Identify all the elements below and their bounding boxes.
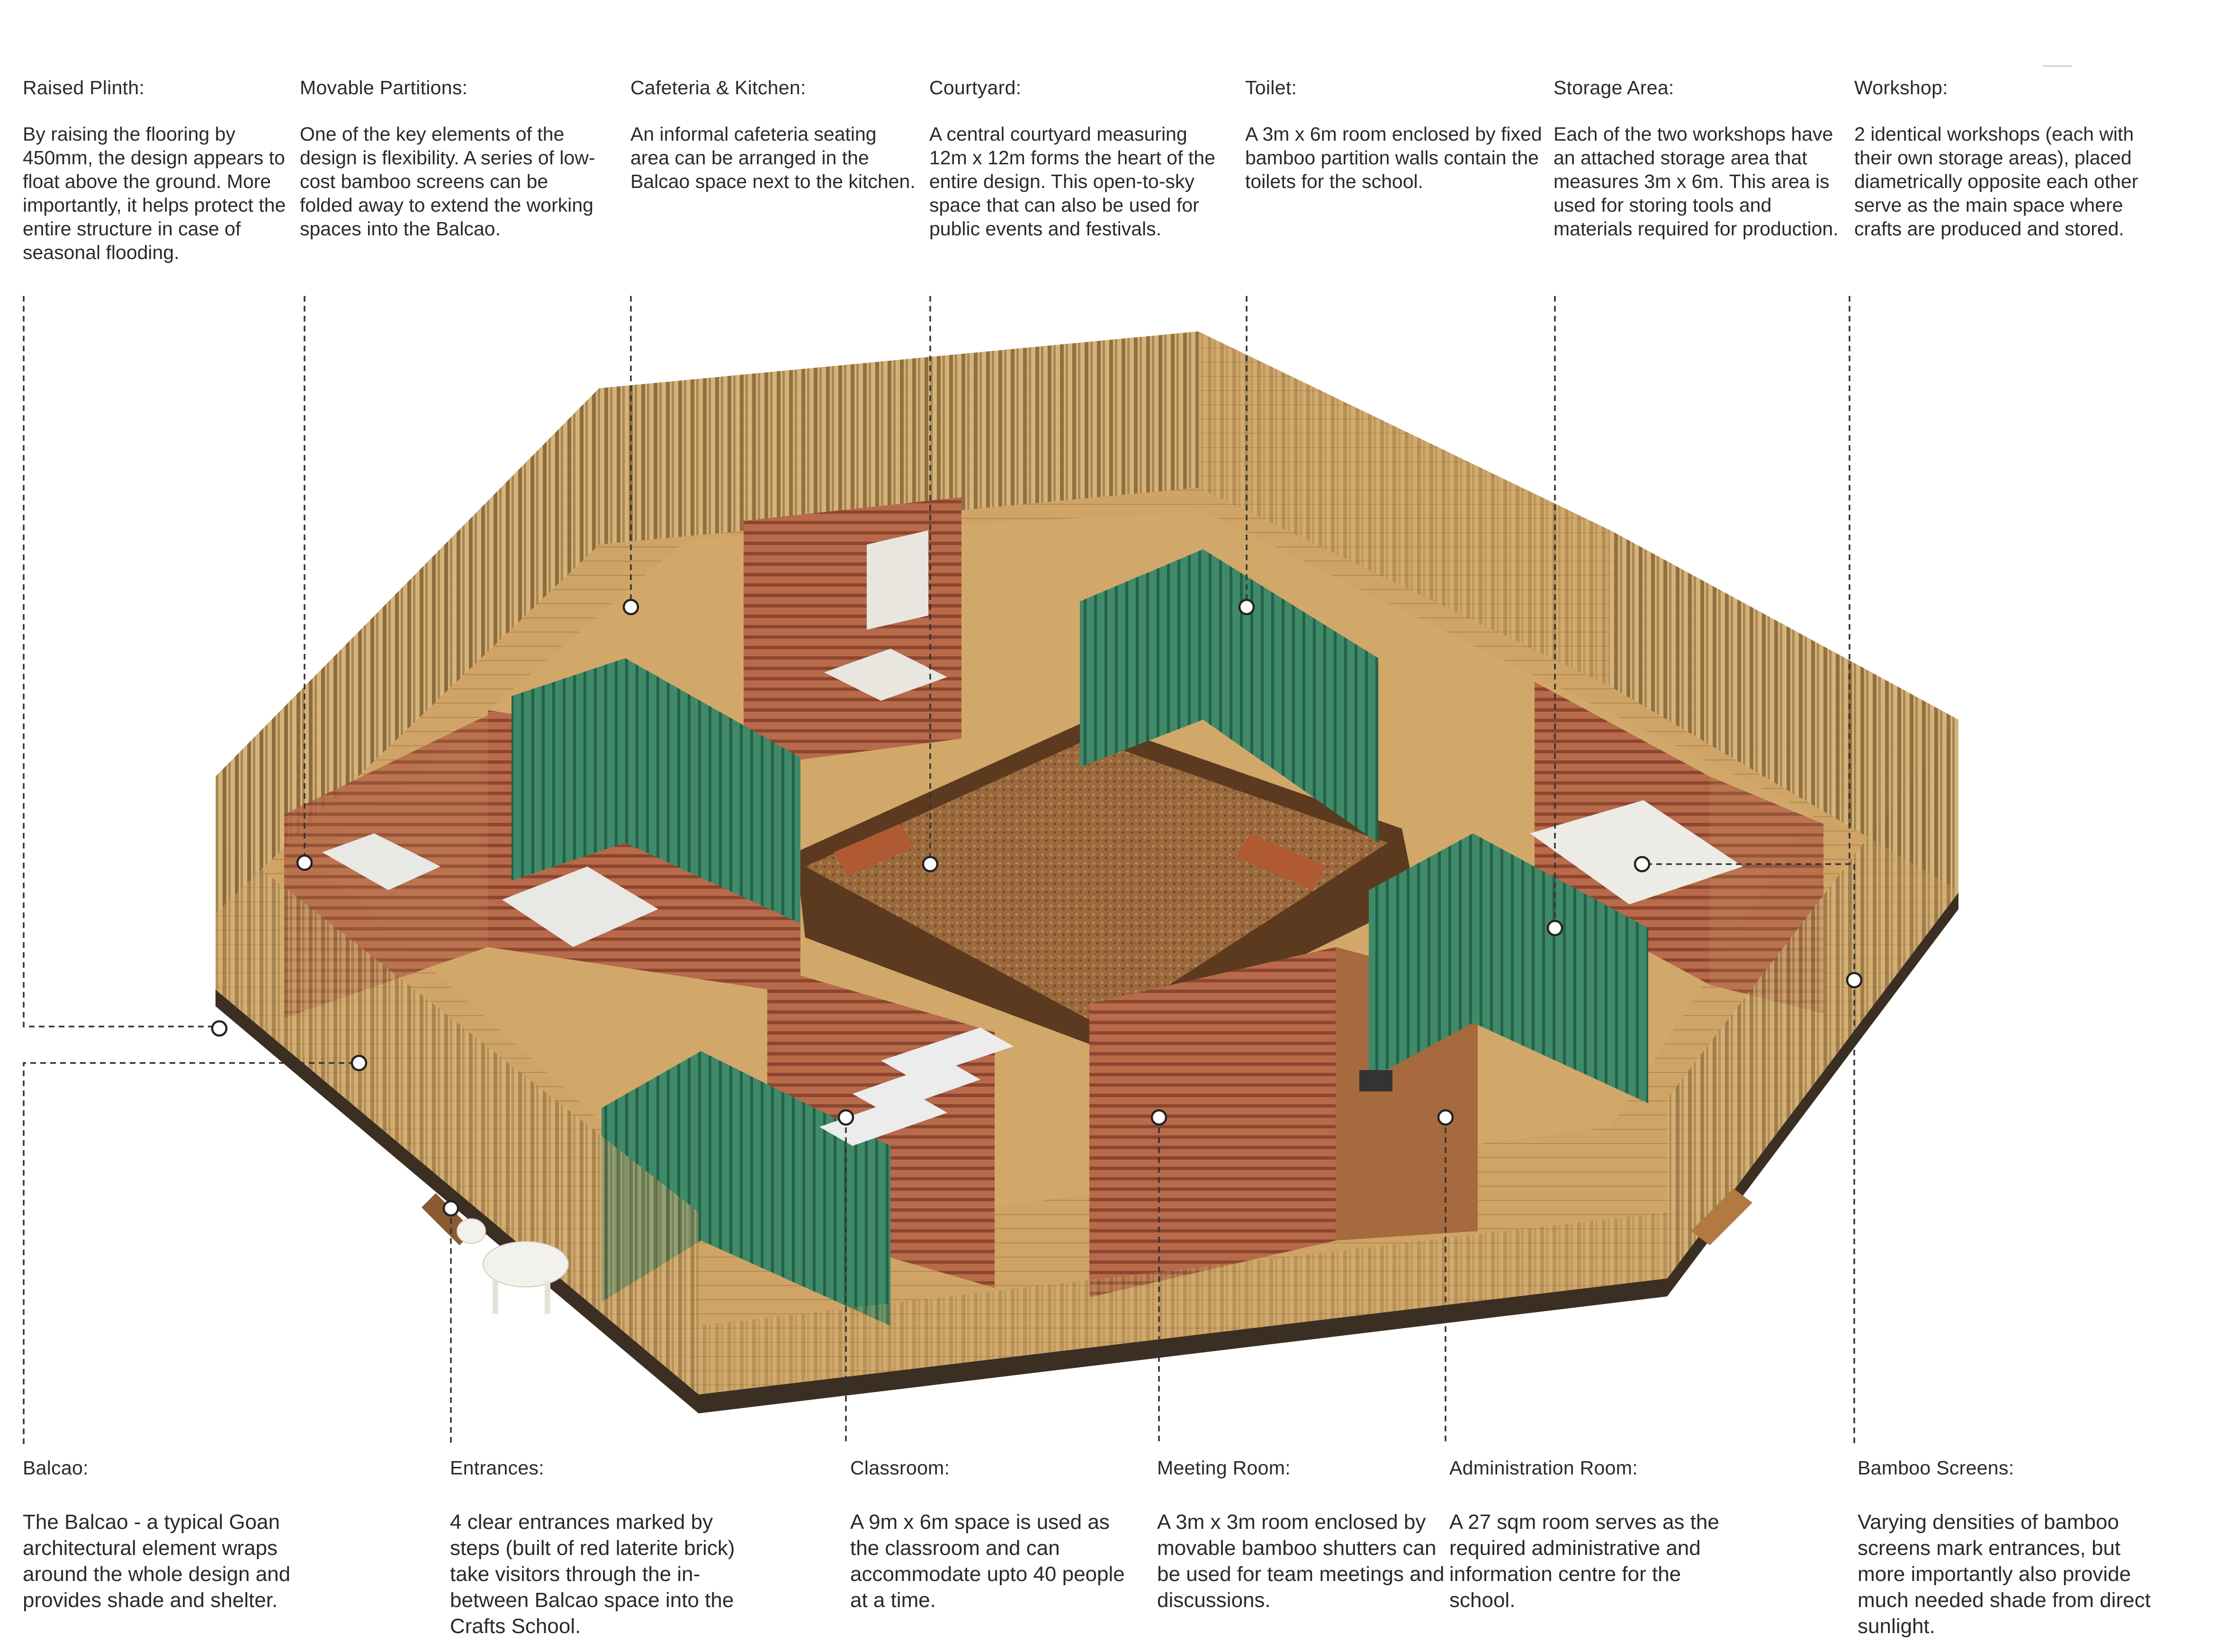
marker-raised-plinth [211,1020,228,1037]
label-body: By raising the flooring by 450mm, the de… [23,123,286,263]
marker-classroom [837,1109,854,1126]
label-storage-area: Storage Area: Each of the two workshops … [1554,76,1842,241]
label-body: One of the key elements of the design is… [300,123,595,240]
label-body: 2 identical workshops (each with their o… [1854,123,2138,240]
leader-lines-top [23,296,1855,1027]
label-title: Raised Plinth: [23,77,145,98]
marker-workshop [1634,856,1651,873]
label-title: Movable Partitions: [300,77,468,98]
label-balcao: Balcao: The Balcao - a typical Goan arch… [23,1456,326,1613]
label-body: Varying densities of bamboo screens mark… [1858,1510,2151,1638]
label-movable-partitions: Movable Partitions: One of the key eleme… [300,76,596,241]
marker-entrances [442,1200,459,1217]
label-cafeteria-kitchen: Cafeteria & Kitchen: An informal cafeter… [630,76,919,193]
label-body: A 3m x 3m room enclosed by movable bambo… [1157,1510,1445,1612]
label-title: Administration Room: [1449,1457,1638,1479]
label-body: Each of the two workshops have an attach… [1554,123,1839,240]
label-title: Entrances: [450,1457,544,1479]
label-title: Storage Area: [1554,77,1674,98]
label-administration-room: Administration Room: A 27 sqm room serve… [1449,1456,1738,1613]
marker-cafeteria-kitchen [622,598,639,616]
entrance-steps [422,824,1752,1245]
label-title: Classroom: [850,1457,950,1479]
partition-walls-green [512,549,1648,1326]
marker-courtyard [922,856,939,873]
label-body: A 3m x 6m room enclosed by fixed bamboo … [1245,123,1542,192]
label-classroom: Classroom: A 9m x 6m space is used as th… [850,1456,1144,1613]
marker-toilet [1238,598,1255,616]
annotation-markers [211,598,1863,1217]
label-title: Meeting Room: [1157,1457,1291,1479]
leader-lines-bottom [23,980,1855,1444]
label-title: Cafeteria & Kitchen: [630,77,806,98]
label-body: A 9m x 6m space is used as the classroom… [850,1510,1125,1612]
label-title: Workshop: [1854,77,1948,98]
marker-meeting-room [1150,1109,1167,1126]
label-title: Toilet: [1245,77,1297,98]
marker-storage-area [1546,920,1563,937]
label-workshop: Workshop: 2 identical workshops (each wi… [1854,76,2157,241]
label-courtyard: Courtyard: A central courtyard measuring… [929,76,1228,241]
cow-figure [457,1218,569,1314]
label-body: A central courtyard measuring 12m x 12m … [929,123,1215,240]
label-body: An informal cafeteria seating area can b… [630,123,916,192]
bamboo-screens-back [216,331,1958,914]
label-raised-plinth: Raised Plinth: By raising the flooring b… [23,76,288,264]
furniture [322,530,1743,1146]
marker-bamboo-screens [1846,972,1863,989]
label-title: Courtyard: [929,77,1022,98]
label-meeting-room: Meeting Room: A 3m x 3m room enclosed by… [1157,1456,1446,1613]
marker-movable-partitions [296,854,313,871]
label-body: A 27 sqm room serves as the required adm… [1449,1510,1719,1612]
marker-balcao [350,1054,368,1072]
label-body: The Balcao - a typical Goan architectura… [23,1510,291,1612]
label-toilet: Toilet: A 3m x 6m room enclosed by fixed… [1245,76,1544,193]
label-title: Bamboo Screens: [1858,1457,2014,1479]
decorative-line [2043,65,2072,67]
label-title: Balcao: [23,1457,89,1479]
label-body: 4 clear entrances marked by steps (built… [450,1510,735,1638]
label-bamboo-screens: Bamboo Screens: Varying densities of bam… [1858,1456,2161,1639]
label-entrances: Entrances: 4 clear entrances marked by s… [450,1456,744,1639]
marker-administration-room [1437,1109,1454,1126]
bamboo-screens-front [216,720,1958,1394]
